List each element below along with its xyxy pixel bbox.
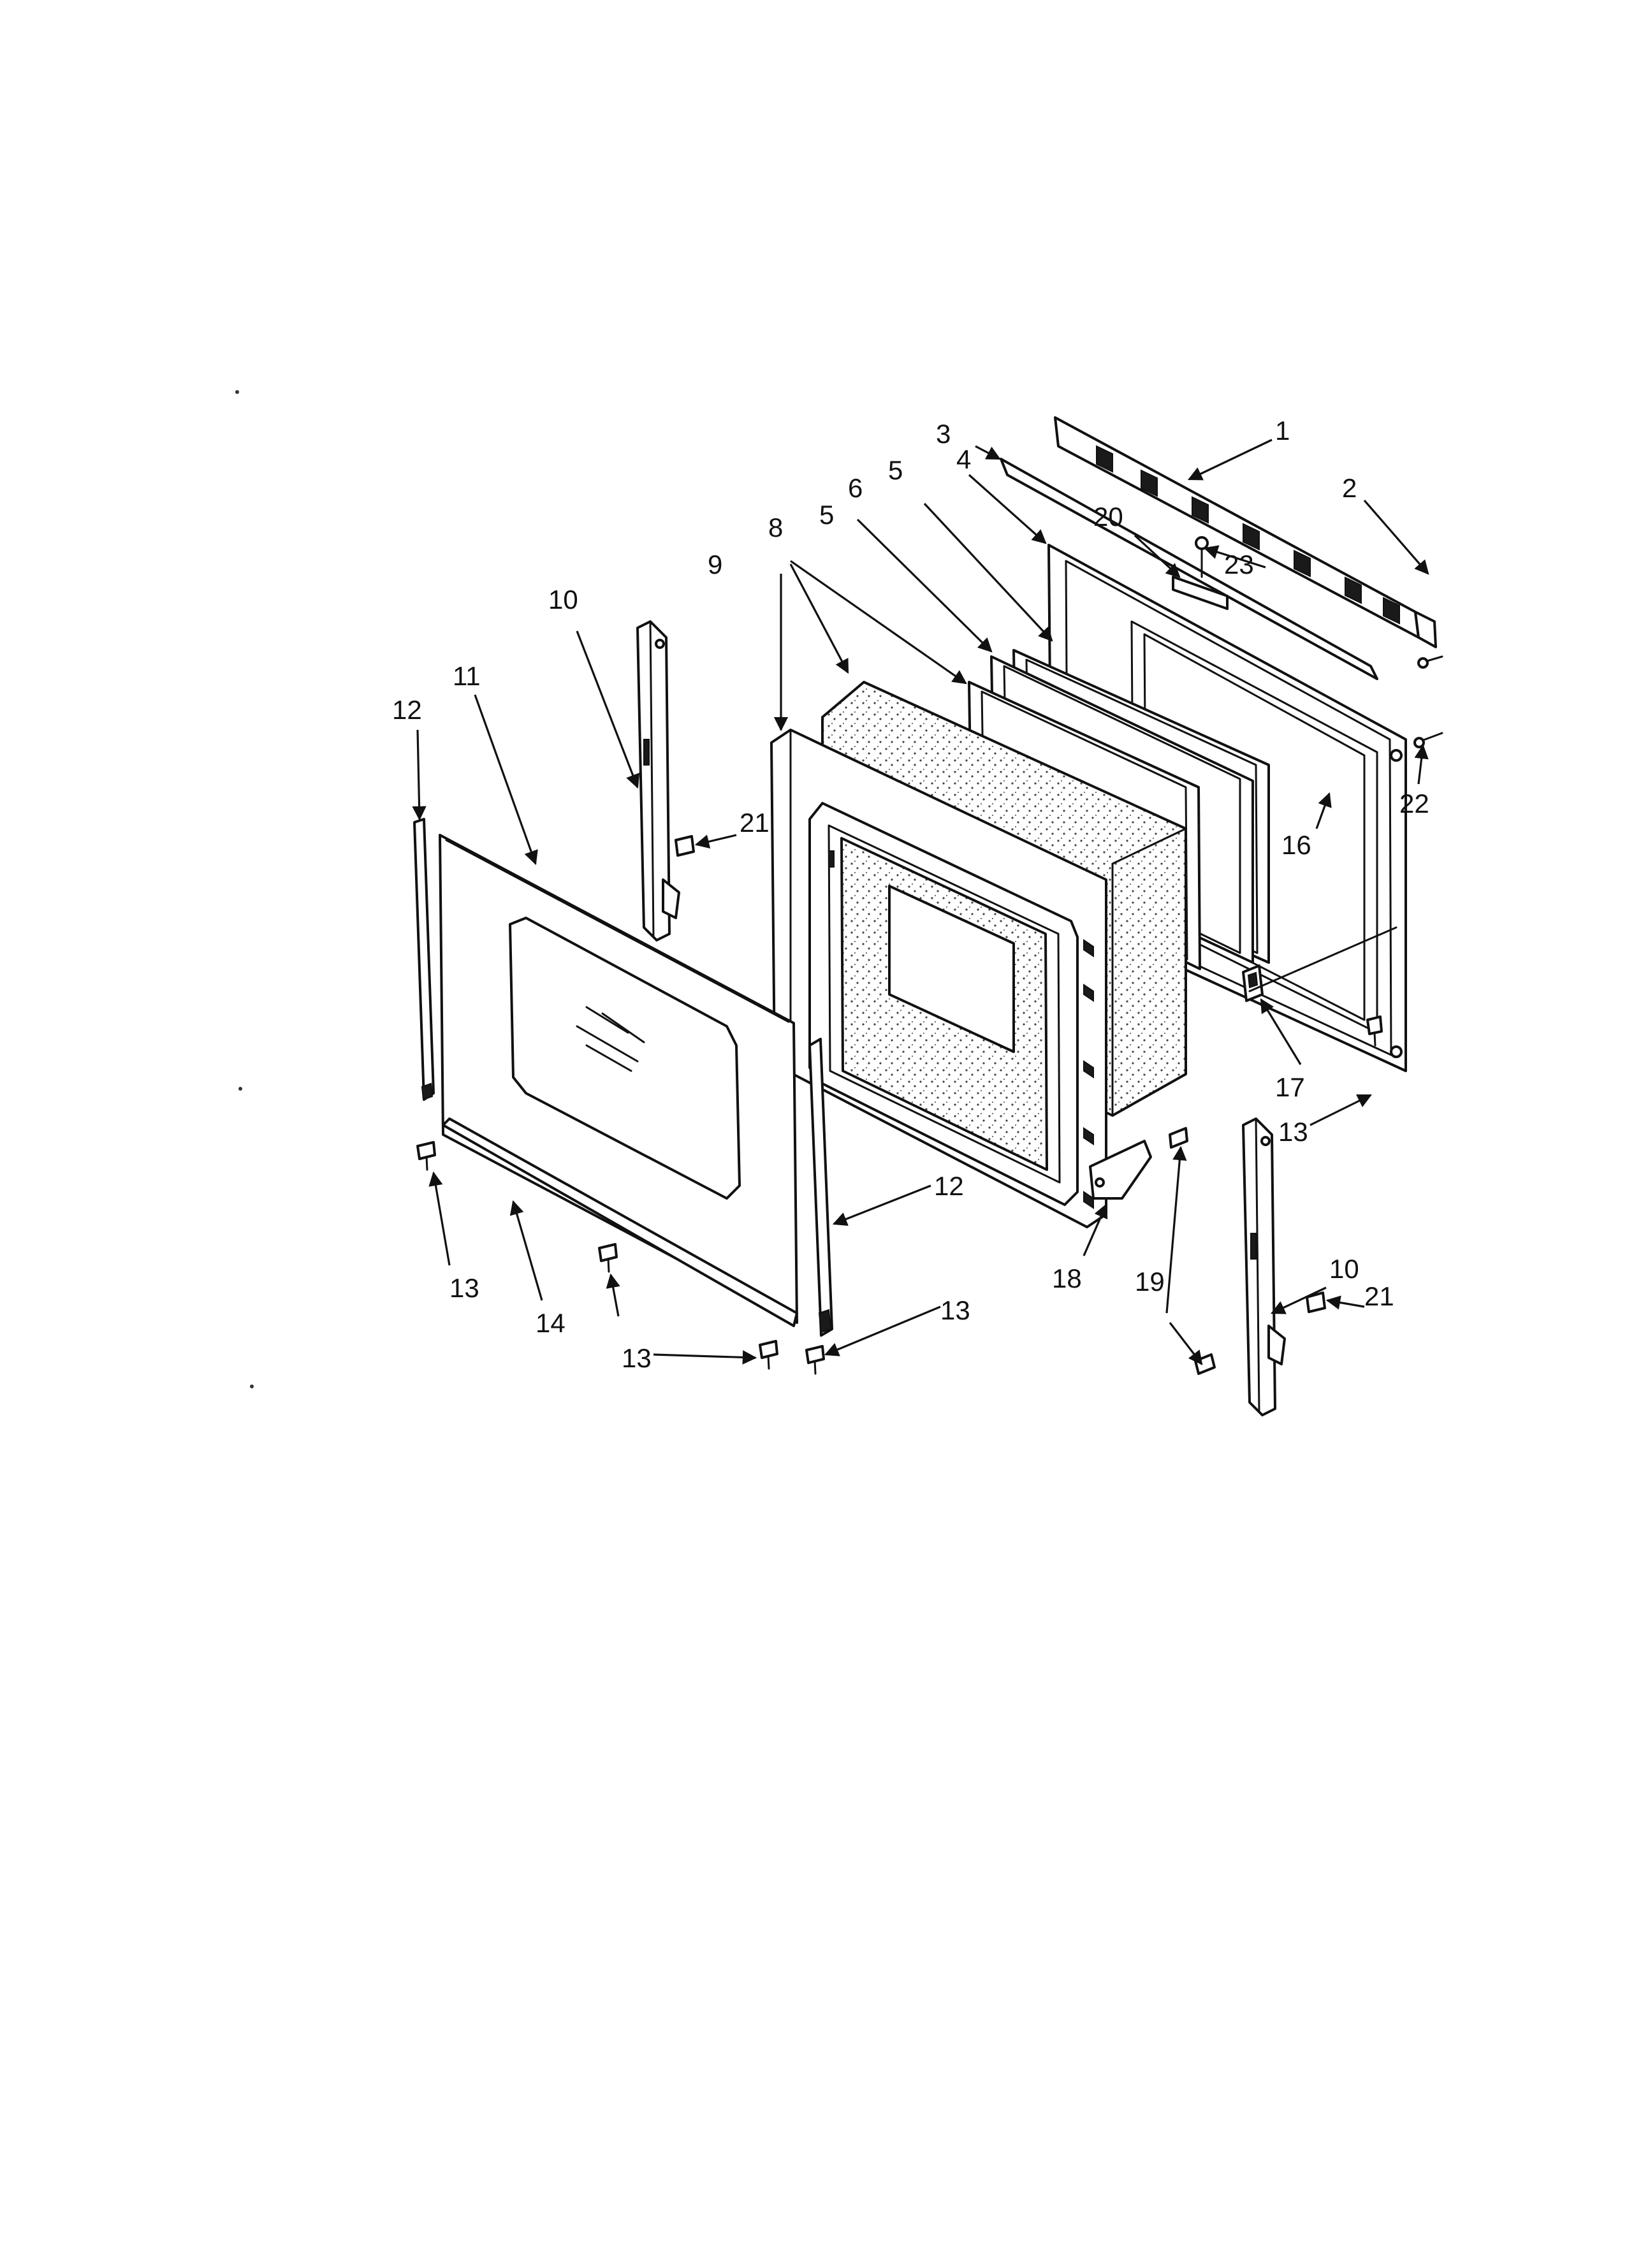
callout-5-top: 5: [888, 455, 903, 485]
side-trim-part-right: [808, 1038, 833, 1337]
callout-17: 17: [1275, 1072, 1305, 1102]
clip-part-left: [675, 835, 695, 857]
hinge-bolt-part: [1169, 1127, 1216, 1375]
outer-glass-panel-part: [439, 834, 798, 1324]
callout-14: 14: [536, 1308, 565, 1338]
callout-9: 9: [708, 549, 722, 579]
callout-6: 6: [848, 473, 863, 503]
callout-13-right: 13: [1278, 1117, 1308, 1147]
callout-23: 23: [1224, 549, 1254, 579]
callout-11: 11: [453, 661, 481, 691]
door-gasket-part: [1248, 926, 1397, 992]
screw-part-right-mid: [1413, 732, 1443, 748]
callout-22: 22: [1399, 789, 1429, 818]
clip-part-right: [1306, 1291, 1326, 1313]
callout-21-right: 21: [1364, 1281, 1394, 1311]
callout-20: 20: [1093, 502, 1123, 532]
callout-5-mid: 5: [819, 500, 834, 530]
hinge-channel-part-left: [636, 620, 680, 941]
callout-10-right: 10: [1329, 1254, 1359, 1284]
callout-18: 18: [1052, 1263, 1082, 1293]
callout-21-left: 21: [740, 808, 770, 838]
side-trim-part-left: [413, 818, 435, 1101]
callout-16: 16: [1281, 830, 1311, 860]
screw-part-13: [416, 1015, 1383, 1375]
callout-8: 8: [768, 512, 783, 542]
callout-labels: 1 2 3 4 5 6 5 8 9 10 11 12 21 20 23 22 1…: [392, 416, 1429, 1373]
bracket-and-screw-part: [1172, 536, 1229, 610]
callout-3: 3: [936, 419, 951, 449]
callout-2: 2: [1342, 473, 1357, 503]
callout-19: 19: [1135, 1267, 1165, 1297]
callout-10-left: 10: [548, 585, 578, 614]
leader-lines: [412, 439, 1429, 1365]
callout-13-left: 13: [449, 1273, 479, 1303]
callout-13-bottom: 13: [622, 1343, 652, 1373]
door-clip-part: [1242, 964, 1264, 1002]
hinge-channel-part-right: [1242, 1117, 1286, 1416]
callout-13-bottom-right: 13: [940, 1295, 970, 1325]
scan-speck-marks: [235, 390, 254, 1388]
bottom-trim-part: [442, 1117, 798, 1327]
vent-trim-part: [1054, 416, 1437, 648]
callout-1: 1: [1275, 416, 1290, 446]
callout-12-right: 12: [934, 1171, 964, 1201]
door-channel-part: [1000, 458, 1378, 680]
callout-12-left: 12: [392, 695, 422, 725]
callout-4: 4: [956, 444, 971, 474]
hinge-bracket-part: [1089, 1140, 1152, 1200]
door-frame-part: [770, 729, 1107, 1228]
screw-part-right-top: [1417, 655, 1443, 669]
